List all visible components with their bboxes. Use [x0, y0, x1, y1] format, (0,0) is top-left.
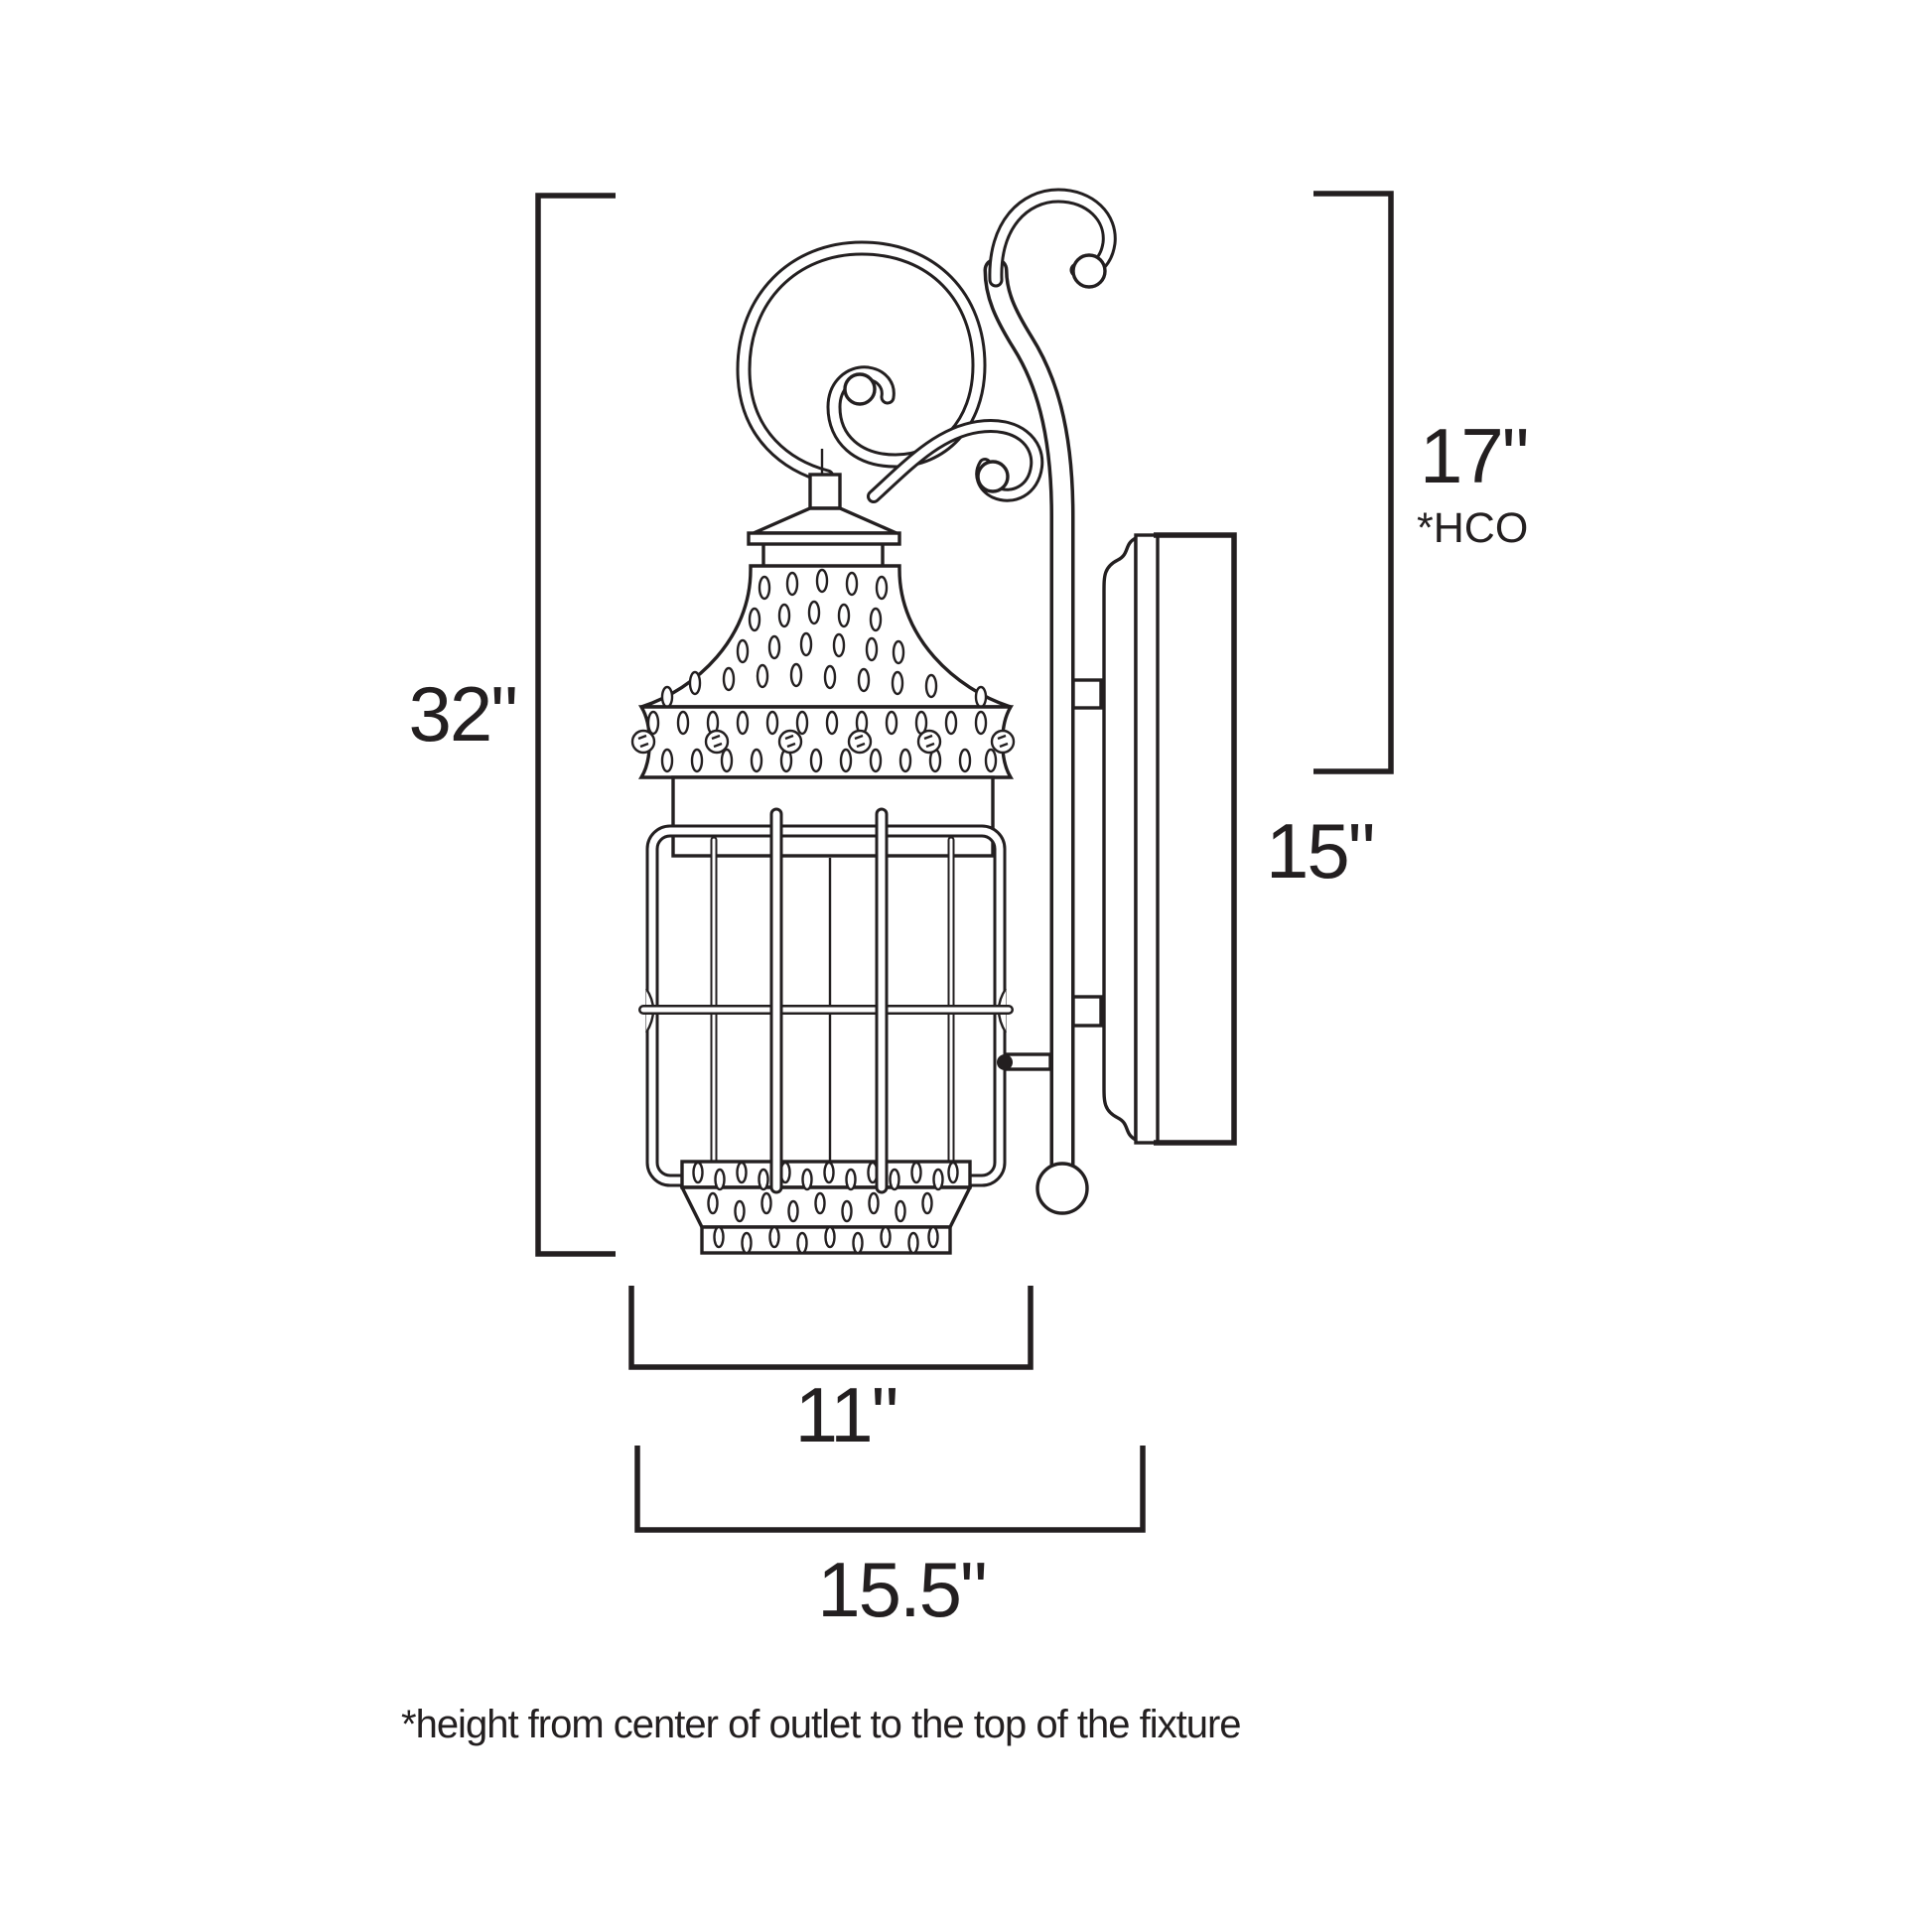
arm-ball-finial — [1035, 1162, 1089, 1215]
dimension-bracket-overall-height — [535, 193, 616, 1257]
footnote: *height from center of outlet to the top… — [401, 1703, 1241, 1746]
base-perforations — [692, 1161, 959, 1255]
bell-perforations — [660, 568, 988, 709]
dimension-bracket-projection — [634, 1446, 1146, 1533]
scroll2-curl-center — [976, 460, 1010, 493]
dimension-label-backplate-height: 15" — [1266, 807, 1373, 895]
dimension-label-width: 11" — [795, 1371, 897, 1458]
cage-front-bars — [769, 807, 889, 1194]
lantern-base — [679, 1160, 973, 1255]
scroll-arm — [736, 188, 1117, 1215]
mount-crossbar-upper — [1071, 678, 1103, 710]
curl-tip — [1071, 253, 1107, 289]
rivet-band — [630, 705, 1016, 779]
cage — [638, 824, 1014, 1187]
dimension-label-overall-height: 32" — [409, 670, 516, 758]
dimensions: 32" 17" *HCO 15" 11" 15.5" *height from … — [401, 191, 1529, 1746]
dimension-bracket-width — [628, 1286, 1034, 1370]
cap-cone — [753, 506, 897, 535]
cap-lip — [747, 531, 901, 546]
bell-shade — [640, 564, 1012, 709]
mount-crossbar-lower — [1071, 995, 1103, 1028]
scroll-curl-center — [843, 372, 877, 406]
band-perforations — [646, 710, 998, 773]
band-rivets — [630, 729, 1016, 755]
dimension-bracket-hco — [1313, 191, 1394, 774]
door-latch — [997, 1052, 1052, 1071]
dimension-bracket-backplate-height — [1154, 532, 1237, 1146]
dimension-label-projection: 15.5" — [817, 1546, 986, 1633]
wall-backplate — [1102, 533, 1160, 1145]
lantern-upper-body — [671, 775, 995, 858]
lantern-cap — [747, 449, 901, 566]
stem — [808, 473, 842, 510]
dimension-label-hco-abbr: *HCO — [1417, 504, 1528, 552]
dimension-label-hco: 17" — [1420, 412, 1527, 499]
